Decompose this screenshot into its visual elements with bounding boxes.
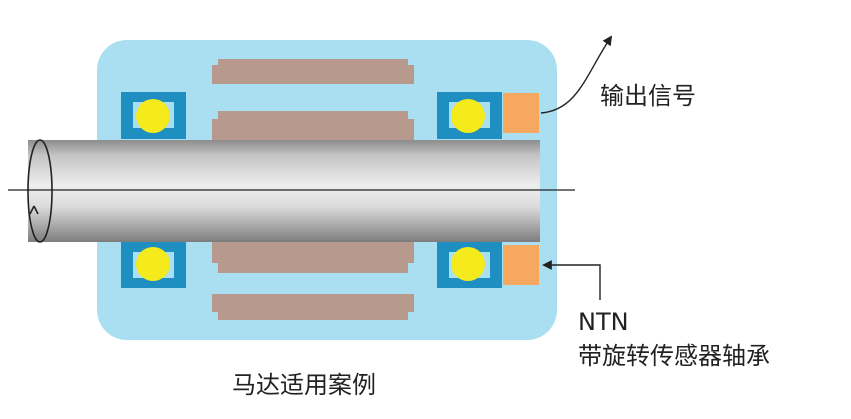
- bearing-right-bottom: [437, 241, 502, 288]
- bearing-left-top: [121, 92, 186, 139]
- bearing-left-bottom: [121, 241, 186, 288]
- bearing-ball: [136, 247, 170, 281]
- rotation-arrow-icon: [27, 139, 53, 243]
- diagram-caption: 马达适用案例: [232, 371, 376, 399]
- pointer-arrow-icon: [542, 260, 601, 300]
- sensor-bearing-label: 带旋转传感器轴承: [578, 342, 770, 370]
- brand-label: NTN: [578, 308, 629, 336]
- bearing-right-top: [437, 92, 502, 139]
- sensor-top: [503, 93, 539, 133]
- shaft: [28, 140, 540, 242]
- bearing-ball: [451, 99, 485, 133]
- rotor-top-inner: [212, 111, 414, 140]
- stator-top-outer: [212, 59, 414, 84]
- bearing-ball: [451, 247, 485, 281]
- stator-bottom-outer: [212, 294, 414, 320]
- sensor-bottom: [503, 245, 539, 285]
- output-signal-label: 输出信号: [600, 82, 696, 110]
- signal-arrow-icon: [540, 35, 613, 114]
- rotor-bottom-inner: [212, 242, 414, 273]
- bearing-ball: [136, 99, 170, 133]
- rotor-core: [212, 59, 414, 320]
